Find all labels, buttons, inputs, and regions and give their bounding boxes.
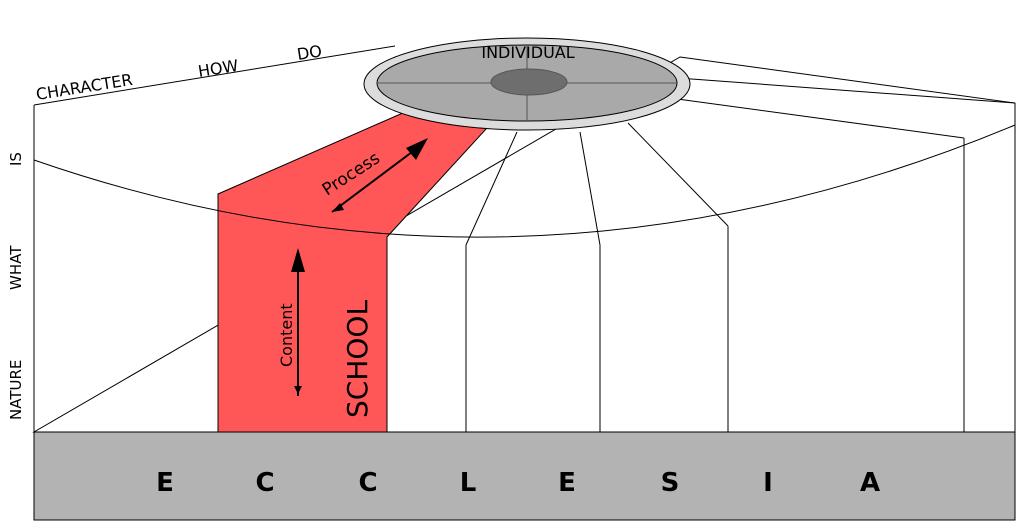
base-letter: I (763, 468, 773, 498)
base-letter: E (558, 468, 576, 498)
label-is: IS (7, 152, 25, 166)
base-letter: S (661, 468, 680, 498)
disc-core (490, 68, 568, 96)
base-letter: E (156, 468, 174, 498)
column-dividers (465, 138, 965, 432)
label-what: WHAT (7, 245, 25, 290)
label-do: DO (296, 41, 324, 64)
base-letter: A (860, 468, 880, 498)
label-how: HOW (197, 56, 240, 81)
radial-lines (465, 77, 1016, 246)
label-character: CHARACTER (35, 70, 134, 104)
school-label: SCHOOL (341, 300, 374, 418)
content-arrow (291, 248, 305, 396)
base-letter: C (255, 468, 274, 498)
lower-arc (33, 124, 1016, 238)
content-label: Content (277, 303, 296, 367)
base-letter: L (460, 468, 477, 498)
label-nature: NATURE (7, 360, 25, 420)
process-arrow (331, 138, 428, 213)
ecclesia-base (33, 431, 1016, 521)
base-letter: C (358, 468, 377, 498)
individual-disc: INDIVIDUAL (363, 37, 691, 131)
individual-label: INDIVIDUAL (481, 43, 574, 62)
